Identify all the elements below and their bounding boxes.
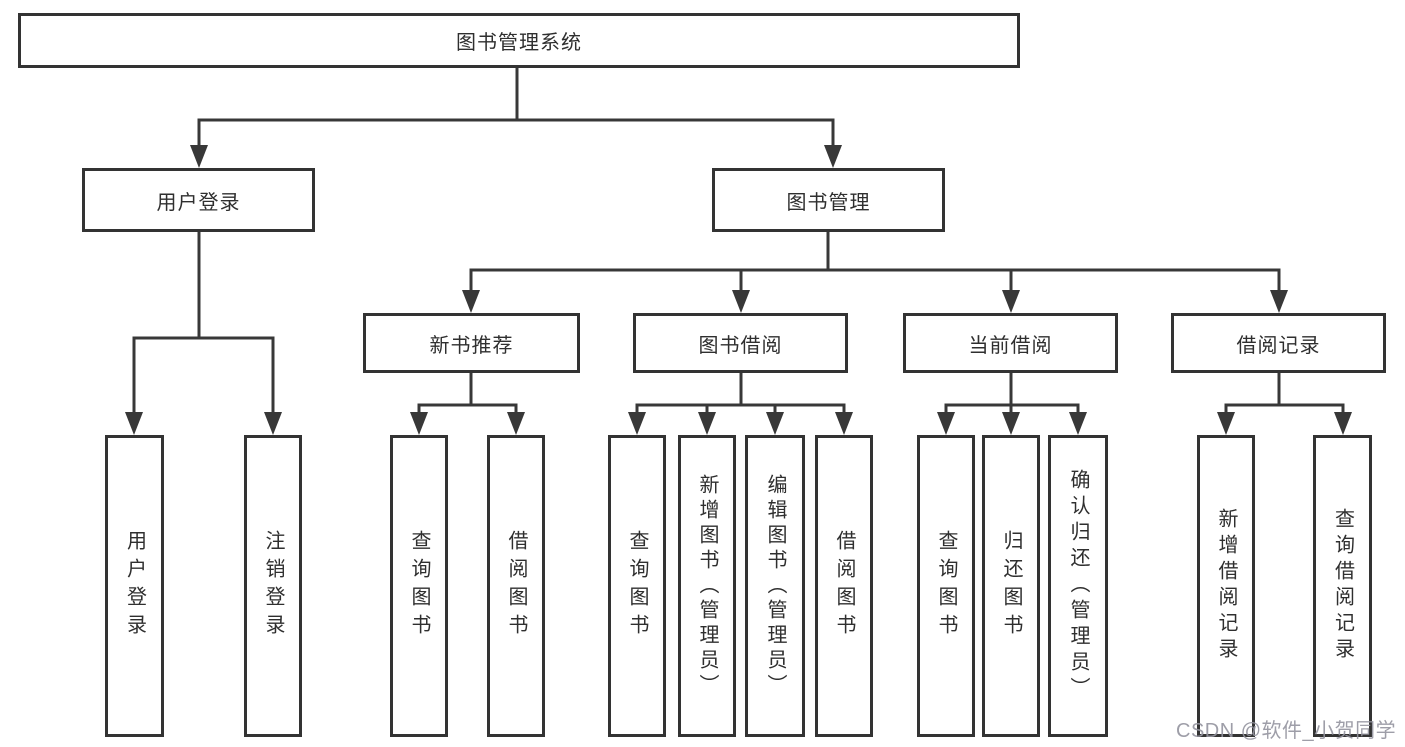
node-book-management-branch: 图书管理 bbox=[712, 168, 945, 232]
node-book-borrow: 图书借阅 bbox=[633, 313, 848, 373]
arrow-down-icon bbox=[698, 412, 716, 435]
arrow-down-icon bbox=[1002, 290, 1020, 313]
arrow-down-icon bbox=[264, 412, 282, 435]
arrow-down-icon bbox=[190, 145, 208, 168]
arrow-down-icon bbox=[1217, 412, 1235, 435]
csdn-watermark: CSDN @软件_小贺同学 bbox=[1176, 720, 1397, 742]
leaf-cb-query-book: 查询图书 bbox=[917, 435, 975, 737]
leaf-br-query-record: 查询借阅记录 bbox=[1313, 435, 1372, 737]
leaf-cb-confirm-return-admin: 确认归还（管理员） bbox=[1048, 435, 1108, 737]
leaf-bb-add-book-admin: 新增图书（管理员） bbox=[678, 435, 736, 737]
arrow-down-icon bbox=[1069, 412, 1087, 435]
arrow-down-icon bbox=[1270, 290, 1288, 313]
arrow-down-icon bbox=[766, 412, 784, 435]
node-root: 图书管理系统 bbox=[18, 13, 1020, 68]
node-user-login-branch: 用户登录 bbox=[82, 168, 315, 232]
leaf-bb-edit-book-admin: 编辑图书（管理员） bbox=[745, 435, 805, 737]
arrow-down-icon bbox=[1002, 412, 1020, 435]
leaf-nb-query-book: 查询图书 bbox=[390, 435, 448, 737]
arrow-down-icon bbox=[628, 412, 646, 435]
leaf-logout: 注销登录 bbox=[244, 435, 302, 737]
leaf-br-add-record: 新增借阅记录 bbox=[1197, 435, 1255, 737]
arrow-down-icon bbox=[732, 290, 750, 313]
leaf-nb-borrow-book: 借阅图书 bbox=[487, 435, 545, 737]
node-new-book-recommend: 新书推荐 bbox=[363, 313, 580, 373]
arrow-down-icon bbox=[125, 412, 143, 435]
arrow-down-icon bbox=[824, 145, 842, 168]
arrow-down-icon bbox=[410, 412, 428, 435]
leaf-user-login: 用户登录 bbox=[105, 435, 164, 737]
arrow-down-icon bbox=[937, 412, 955, 435]
leaf-cb-return-book: 归还图书 bbox=[982, 435, 1040, 737]
leaf-bb-query-book: 查询图书 bbox=[608, 435, 666, 737]
node-current-borrow: 当前借阅 bbox=[903, 313, 1118, 373]
arrow-down-icon bbox=[462, 290, 480, 313]
arrow-down-icon bbox=[1334, 412, 1352, 435]
leaf-bb-borrow-book: 借阅图书 bbox=[815, 435, 873, 737]
arrow-down-icon bbox=[835, 412, 853, 435]
arrow-down-icon bbox=[507, 412, 525, 435]
node-borrow-records: 借阅记录 bbox=[1171, 313, 1386, 373]
